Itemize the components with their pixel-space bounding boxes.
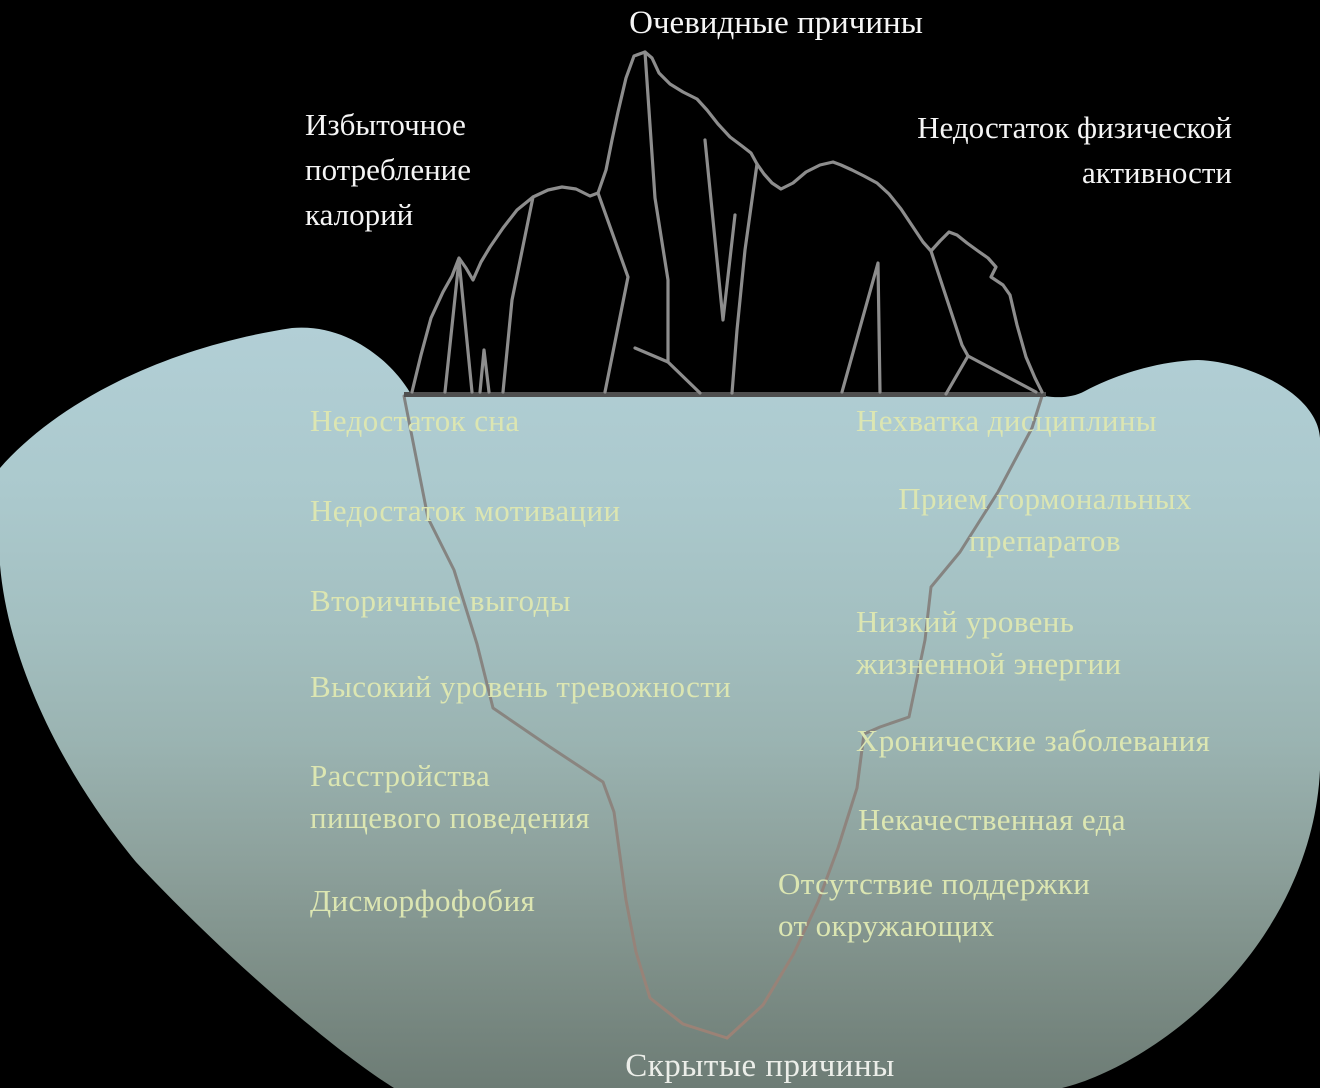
cause-line: жизненной энергии	[856, 646, 1122, 681]
cause-line: препаратов	[969, 523, 1121, 558]
hidden-cause-lack-of-motivation: Недостаток мотивации	[310, 490, 620, 532]
hidden-cause-dysmorphophobia: Дисморфофобия	[310, 880, 535, 922]
cause-line: Прием гормональных	[898, 481, 1192, 516]
hidden-cause-lack-of-sleep: Недостаток сна	[310, 400, 520, 442]
cause-lack-of-activity: Недостаток физической активности	[917, 105, 1232, 195]
hidden-cause-hormonal-medications: Прием гормональных препаратов	[884, 478, 1206, 562]
cause-line: пищевого поведения	[310, 800, 590, 835]
hidden-cause-chronic-diseases: Хронические заболевания	[856, 720, 1210, 762]
hidden-cause-lack-of-discipline: Нехватка дисциплины	[856, 400, 1157, 442]
hidden-causes-title: Скрытые причины	[625, 1048, 895, 1084]
water-shape	[0, 327, 1320, 1088]
cause-line: Отсутствие поддержки	[778, 866, 1091, 901]
cause-line: Нехватка дисциплины	[856, 403, 1158, 438]
cause-line: активности	[1082, 155, 1232, 190]
cause-line: Дисморфофобия	[310, 883, 536, 918]
cause-line: Вторичные выгоды	[310, 583, 571, 618]
hidden-cause-eating-disorders: Расстройства пищевого поведения	[310, 755, 590, 839]
cause-line: Избыточное	[305, 107, 466, 142]
iceberg-underwater-outline	[402, 394, 1044, 1040]
cause-line: Низкий уровень	[856, 604, 1075, 639]
cause-line: Недостаток сна	[310, 403, 520, 438]
cause-line: Хронические заболевания	[856, 723, 1211, 758]
hidden-cause-poor-quality-food: Некачественная еда	[858, 799, 1126, 841]
cause-line: Некачественная еда	[858, 802, 1126, 837]
waterline	[404, 392, 1046, 397]
cause-line: Расстройства	[310, 758, 491, 793]
cause-line: от окружающих	[778, 908, 995, 943]
cause-line: Недостаток мотивации	[310, 493, 621, 528]
cause-line: Недостаток физической	[917, 110, 1232, 145]
obvious-causes-title: Очевидные причины	[629, 5, 923, 41]
cause-line: потребление	[305, 152, 472, 187]
hidden-cause-secondary-gains: Вторичные выгоды	[310, 580, 571, 622]
hidden-cause-high-anxiety: Высокий уровень тревожности	[310, 666, 731, 708]
hidden-cause-no-support: Отсутствие поддержки от окружающих	[778, 863, 1090, 947]
cause-line: калорий	[305, 197, 414, 232]
hidden-cause-low-life-energy: Низкий уровень жизненной энергии	[856, 601, 1121, 685]
iceberg-wireframe	[410, 50, 1044, 396]
cause-line: Высокий уровень тревожности	[310, 669, 732, 704]
cause-excess-calories: Избыточное потребление калорий	[305, 102, 471, 237]
